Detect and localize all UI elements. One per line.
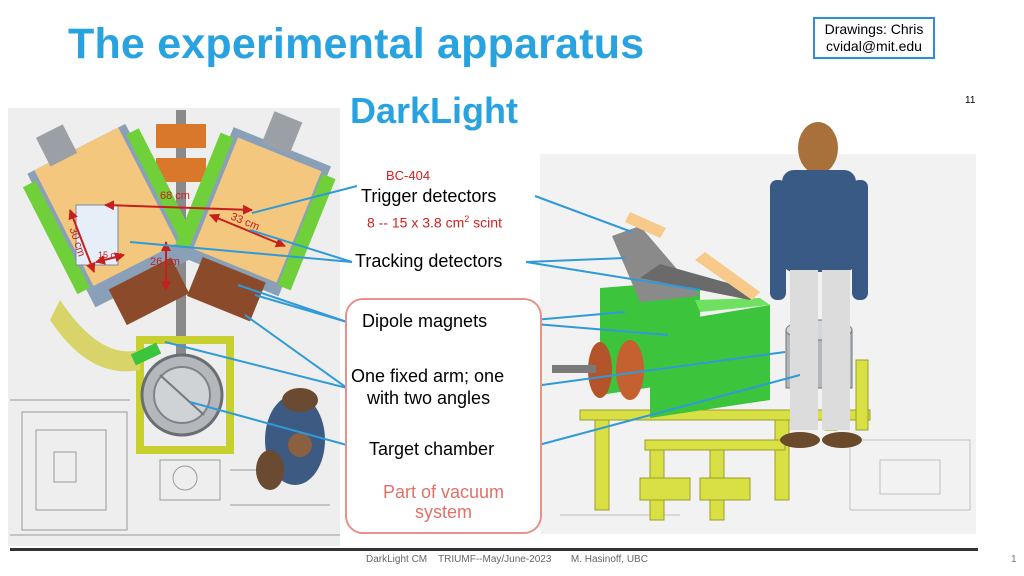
vacuum-label-line-1: Part of vacuum (382, 482, 505, 502)
person-top-view (256, 388, 325, 490)
slide-title: The experimental apparatus (68, 20, 645, 68)
trigger-detectors-label: Trigger detectors (361, 186, 497, 206)
slide-subtitle: DarkLight (348, 90, 529, 132)
fixed-arm-label: One fixed arm; one with two angles (351, 365, 504, 409)
dipole-magnets-label: Dipole magnets (362, 311, 488, 331)
scint-spec-label: 8 -- 15 x 3.8 cm2 scint (367, 214, 502, 231)
credit-line-1: Drawings: Chris (824, 21, 924, 37)
vacuum-system-label: Part of vacuum system (345, 482, 542, 522)
vacuum-system-box (345, 298, 542, 534)
dim-68cm: 68 cm (160, 190, 190, 202)
person-standing (770, 122, 868, 448)
target-chamber-label: Target chamber (369, 439, 495, 459)
credit-email: cvidal@mit.edu (826, 38, 922, 54)
vacuum-label-line-2: system (414, 502, 472, 522)
scint-spec-superscript: 2 (464, 214, 470, 224)
fixed-arm-line-1: One fixed arm; one (351, 366, 505, 386)
scint-spec-text: 8 -- 15 x 3.8 cm (367, 214, 465, 231)
callout-lines (129, 185, 801, 451)
tracking-detectors-label: Tracking detectors (355, 251, 503, 271)
credit-box: Drawings: Chris cvidal@mit.edu (813, 17, 935, 59)
fixed-arm-line-2: with two angles (367, 388, 491, 408)
left-cad-drawing (8, 108, 340, 546)
scint-spec-suffix: scint (469, 214, 502, 231)
right-3d-rendering (540, 108, 976, 534)
corner-page-number: 11 (965, 95, 976, 106)
footer-divider (10, 548, 978, 551)
page-number: 1 (1011, 554, 1017, 565)
dim-26cm: 26 cm (150, 256, 180, 268)
dim-15cm: 15 cm (98, 250, 123, 260)
dimension-arrows (68, 200, 286, 291)
footer-text: DarkLight CM TRIUMF--May/June-2023 M. Ha… (366, 554, 648, 565)
material-label: BC-404 (386, 168, 431, 183)
